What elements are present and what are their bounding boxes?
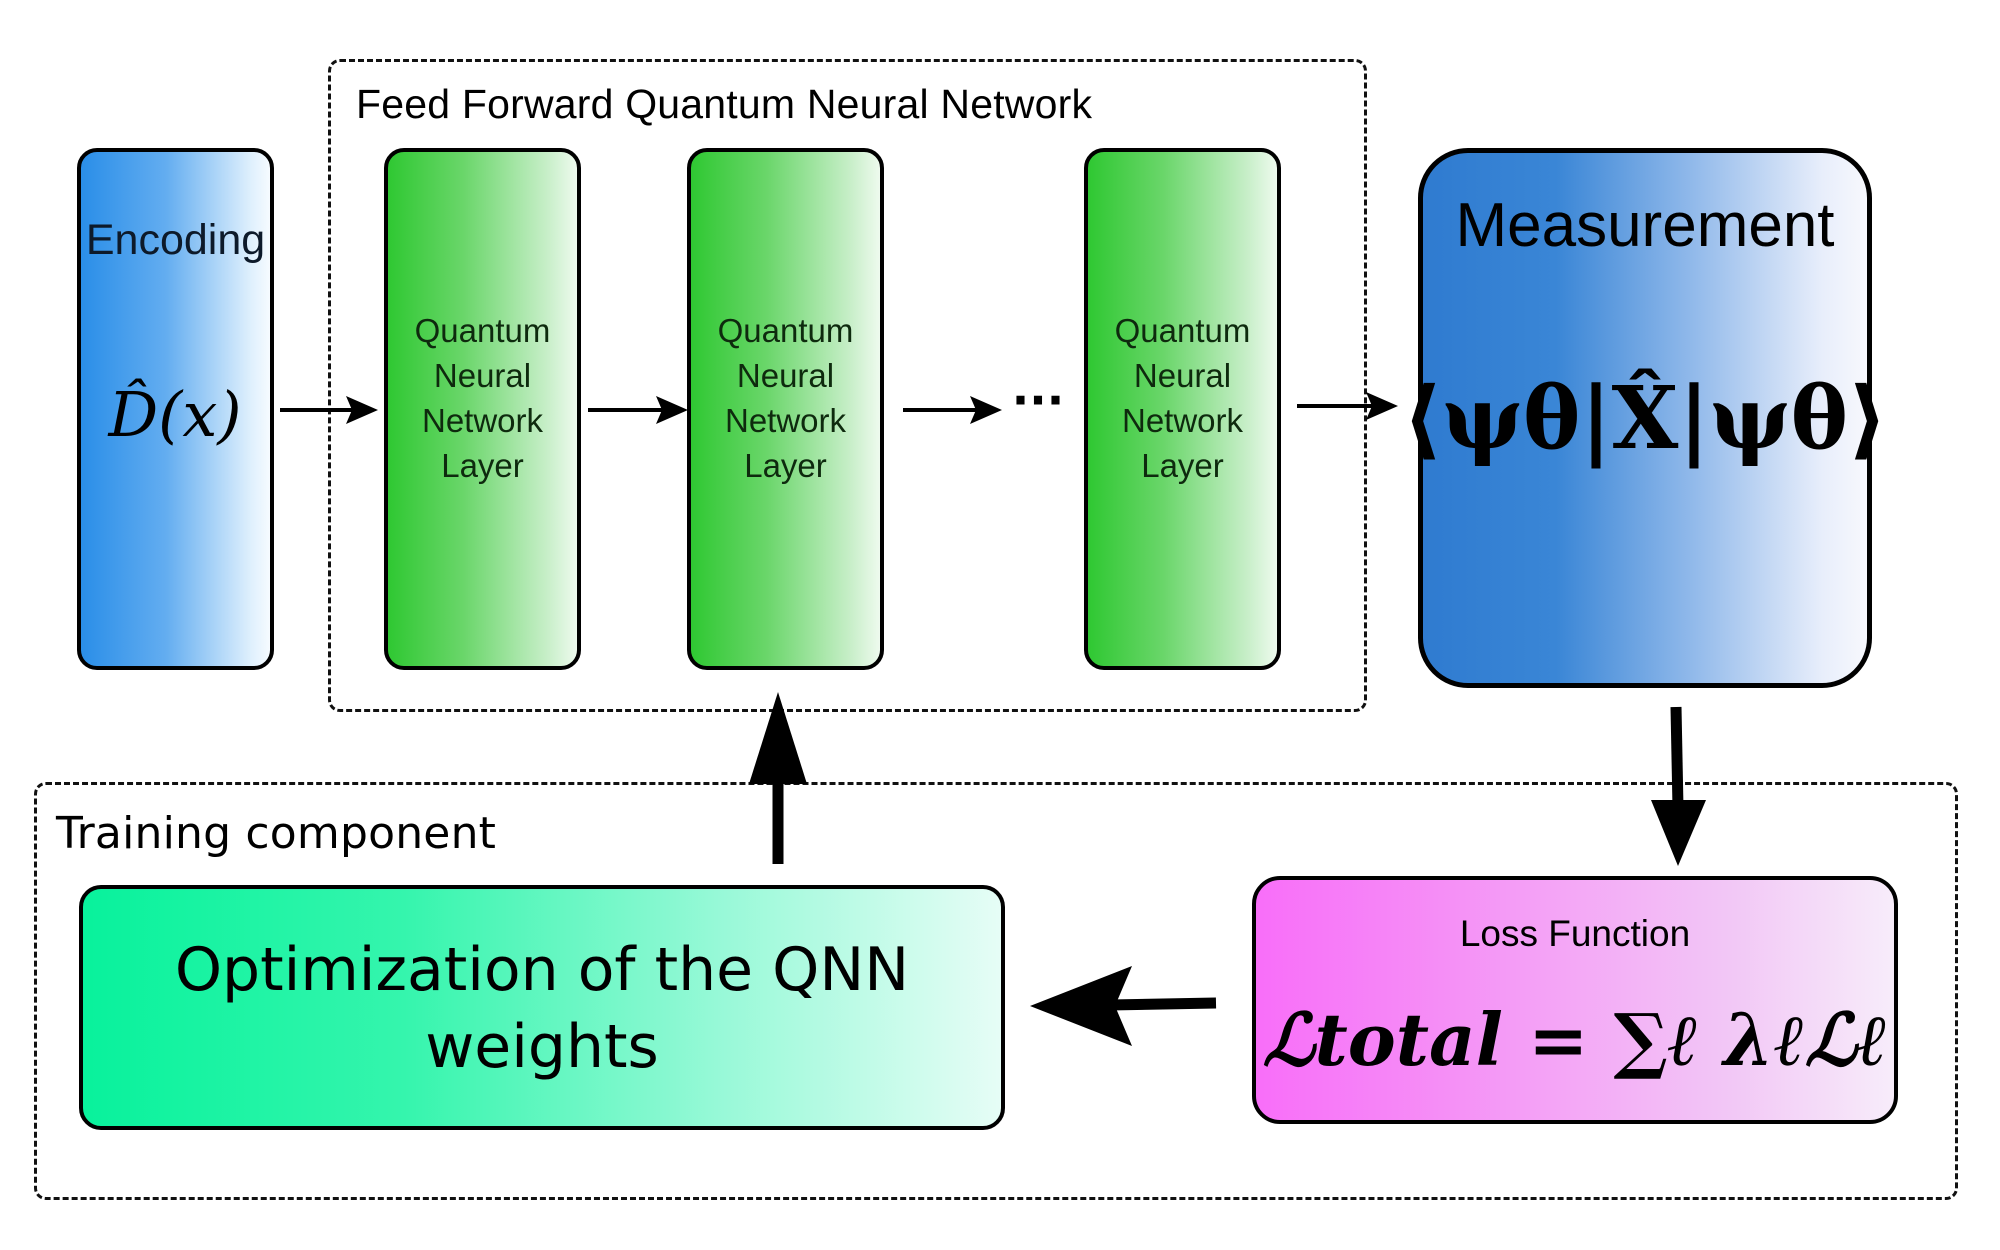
qnn-layer-label: Quantum Neural Network Layer: [1084, 308, 1281, 488]
optimization-label-line: Optimization of the QNN: [174, 935, 910, 1005]
ffqnn-group-frame: [328, 59, 1367, 712]
qnn-layer-label-line: Network: [421, 402, 544, 439]
qnn-layer-label-line: Neural: [1133, 357, 1232, 394]
optimization-box: [79, 885, 1005, 1130]
qnn-layer-label-line: Quantum: [717, 312, 854, 349]
qnn-layer-label-line: Network: [1121, 402, 1244, 439]
qnn-layer-label-line: Quantum: [414, 312, 551, 349]
qnn-layer-label: Quantum Neural Network Layer: [384, 308, 581, 488]
ffqnn-group-title: Feed Forward Quantum Neural Network: [356, 81, 1093, 127]
qnn-layer-label-line: Layer: [1141, 447, 1224, 484]
optimization-label-line: weights: [425, 1012, 659, 1082]
qnn-layer-label: Quantum Neural Network Layer: [687, 308, 884, 488]
encoding-box: [77, 148, 274, 670]
loss-function-box: [1252, 876, 1898, 1124]
encoding-label: Encoding: [85, 216, 266, 264]
qnn-layer-label-line: Layer: [744, 447, 827, 484]
qnn-layer-label-line: Neural: [433, 357, 532, 394]
optimization-label: Optimization of the QNN weights: [79, 932, 1005, 1086]
qnn-layer-box: [1084, 148, 1281, 670]
qnn-layer-box: [384, 148, 581, 670]
qnn-layer-box: [687, 148, 884, 670]
qnn-layer-label-line: Network: [724, 402, 847, 439]
qnn-layer-label-line: Neural: [736, 357, 835, 394]
qnn-layer-label-line: Layer: [441, 447, 524, 484]
training-group-title: Training component: [56, 808, 497, 859]
qnn-layer-label-line: Quantum: [1114, 312, 1251, 349]
measurement-title: Measurement: [1455, 191, 1835, 260]
training-group-frame: [34, 782, 1958, 1200]
loss-function-title: Loss Function: [1459, 913, 1691, 954]
measurement-box: [1418, 148, 1872, 688]
